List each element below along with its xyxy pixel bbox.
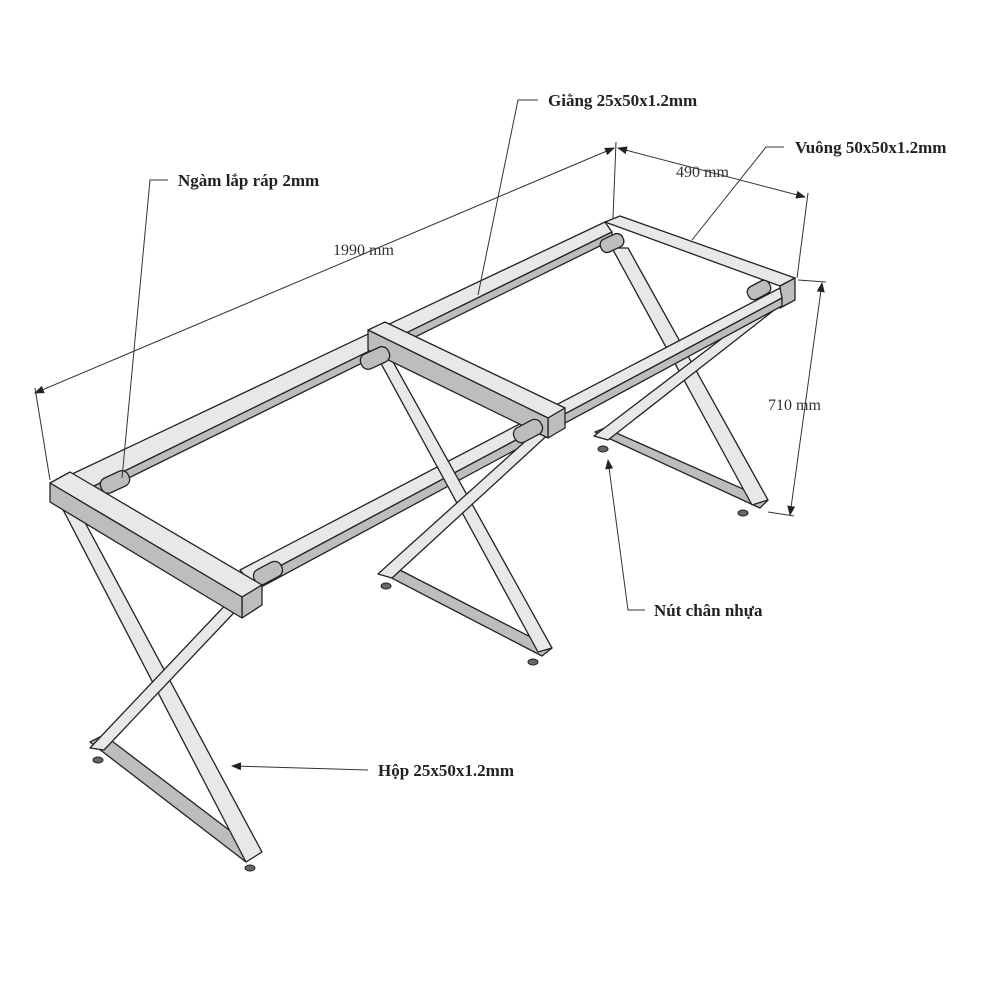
brace-label: Giằng 25x50x1.2mm bbox=[548, 91, 697, 110]
height-dimension: 710 mm bbox=[768, 397, 821, 414]
length-dimension: 1990 mm bbox=[333, 242, 394, 259]
left-leg-frame bbox=[49, 471, 263, 872]
dimension-lines bbox=[34, 141, 827, 517]
joint-label: Ngàm lắp ráp 2mm bbox=[178, 171, 319, 190]
foot-label: Nút chân nhựa bbox=[654, 601, 763, 620]
box-label: Hộp 25x50x1.2mm bbox=[378, 761, 514, 780]
square-label: Vuông 50x50x1.2mm bbox=[795, 138, 946, 157]
right-leg-frame bbox=[593, 215, 796, 517]
leader-lines bbox=[121, 99, 784, 771]
depth-dimension: 490 mm bbox=[676, 164, 729, 181]
